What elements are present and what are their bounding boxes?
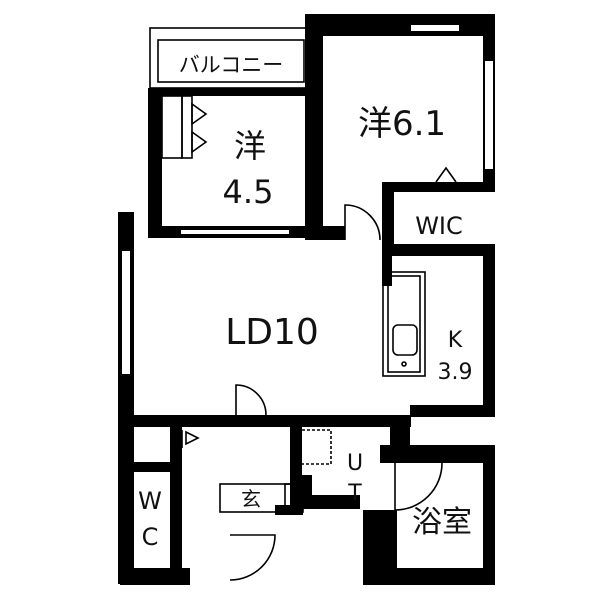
closet-doors (161, 95, 208, 159)
kitchen-size-label: 3.9 (438, 360, 473, 385)
bathroom-label: 浴室 (412, 505, 472, 540)
western-small-size-label: 4.5 (223, 173, 274, 211)
entrance-label: 玄 (241, 487, 261, 511)
walls (118, 14, 495, 585)
balcony-label: バルコニー (179, 53, 284, 77)
ut-label-line2: T (347, 481, 362, 506)
kitchen-counter (382, 271, 426, 377)
wc-label-line2: C (142, 523, 159, 551)
windows (120, 23, 495, 376)
kitchen-kind-label: K (448, 328, 463, 353)
ld-label: LD10 (225, 312, 319, 353)
wc-label-line1: W (138, 487, 162, 515)
ut-label-line1: U (347, 451, 363, 476)
wic-label: WIC (415, 212, 463, 240)
doors (181, 166, 457, 581)
shoe-box (219, 483, 304, 513)
western-large-label: 洋6.1 (358, 104, 446, 144)
washer-pan (296, 429, 332, 465)
western-small-kind-label: 洋 (234, 127, 266, 165)
